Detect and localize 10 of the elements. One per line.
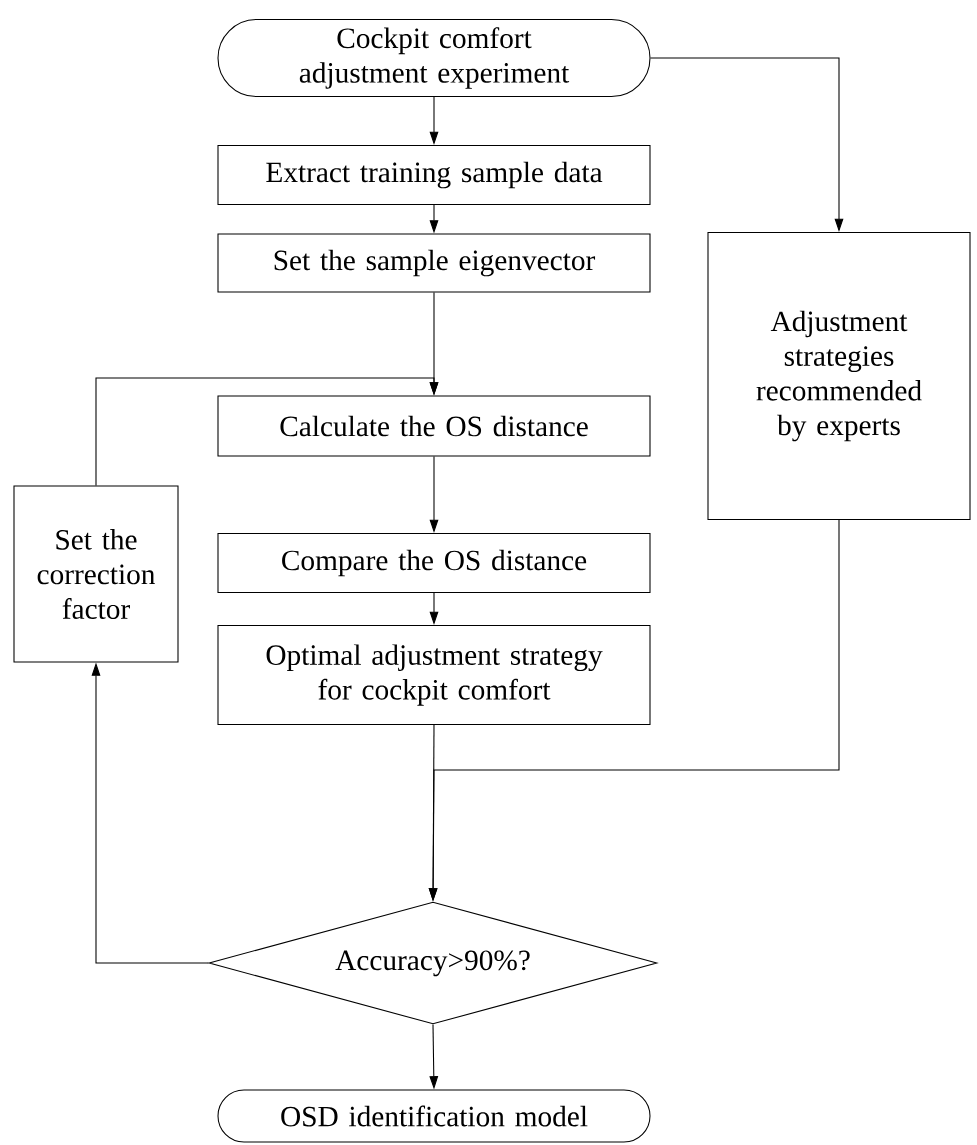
process-box: Set the correction factor	[13, 485, 179, 663]
process-box: Set the sample eigenvector	[217, 233, 651, 293]
process-box: Optimal adjustment strategy for cockpit comfort	[217, 625, 651, 725]
terminal-box: OSD identification model	[217, 1089, 651, 1143]
terminal-box: Cockpit comfort adjustment experiment	[217, 18, 651, 98]
process-box: Extract training sample data	[217, 145, 651, 205]
process-box: Compare the OS distance	[217, 533, 651, 593]
process-box: Calculate the OS distance	[217, 395, 651, 457]
arrow	[95, 377, 439, 486]
process-box: Adjustment strategies recommended by experts	[707, 232, 971, 520]
